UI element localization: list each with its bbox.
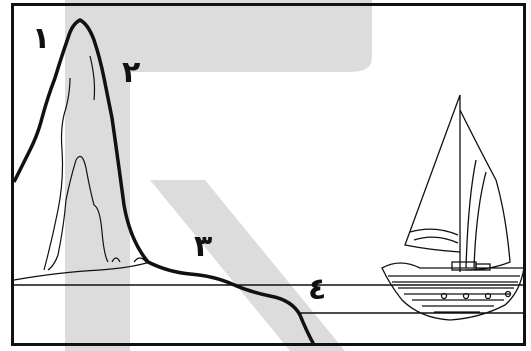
sailboat-icon — [382, 95, 524, 320]
label-three: ٣ — [194, 232, 212, 262]
label-four: ٤ — [308, 275, 326, 305]
label-one: ١ — [32, 24, 50, 54]
label-two: ٢ — [122, 58, 140, 88]
